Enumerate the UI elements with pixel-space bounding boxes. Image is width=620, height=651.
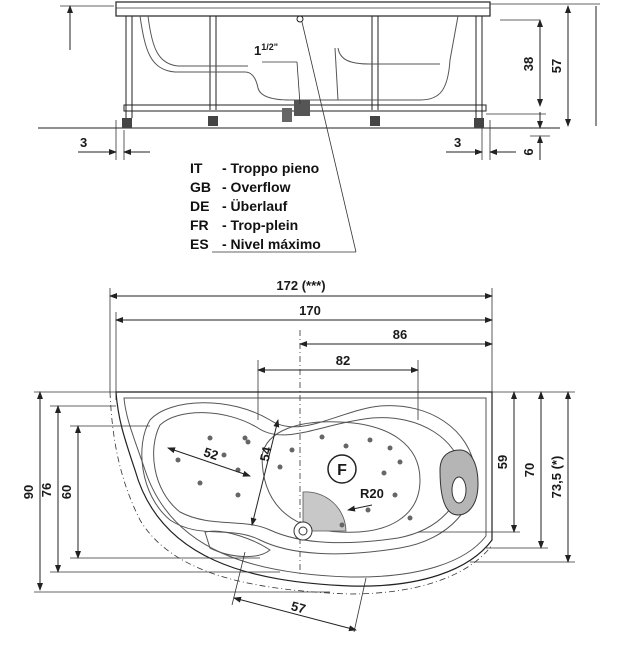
overflow-point	[296, 15, 304, 23]
dim-76: 76	[39, 483, 54, 497]
dim-90: 90	[21, 485, 36, 499]
dim-r20: R20	[360, 486, 384, 501]
dim-gap-right: 3	[454, 135, 461, 150]
dim-86: 86	[393, 327, 407, 342]
dim-57-bottom: 57	[289, 598, 307, 616]
drain-label-circle	[327, 454, 357, 484]
legend-text-gb: - Overflow	[222, 179, 291, 195]
side-view: 11/2" 38 57 3 3 6	[38, 1, 600, 160]
drain-sector	[302, 491, 347, 532]
legend-code-de: DE	[190, 198, 209, 214]
top-view: 172 (***) 170 86 82 F R20	[21, 278, 575, 633]
pipe-size-label: 11/2"	[254, 42, 278, 58]
dim-52: 52	[202, 444, 220, 463]
dim-54: 54	[257, 445, 275, 463]
dim-73-5: 73,5 (*)	[549, 456, 564, 499]
dim-172: 172 (***)	[276, 278, 325, 293]
dim-170: 170	[299, 303, 321, 318]
dim-gap-left: 3	[80, 135, 87, 150]
overflow-legend: IT - Troppo pieno GB - Overflow DE - Übe…	[190, 160, 321, 252]
dim-82: 82	[336, 353, 350, 368]
legend-text-fr: - Trop-plein	[222, 217, 298, 233]
dim-38: 38	[521, 57, 536, 71]
tub-body	[139, 15, 459, 101]
dim-6: 6	[521, 148, 536, 155]
dim-59: 59	[495, 455, 510, 469]
foot-right	[474, 118, 484, 128]
foot-left	[122, 118, 132, 128]
drain-pipe	[294, 100, 310, 116]
legend-code-fr: FR	[190, 217, 209, 233]
drain-label: F	[337, 462, 347, 479]
tub-outline	[115, 391, 493, 587]
dim-57: 57	[549, 59, 564, 73]
legend-text-de: - Überlauf	[222, 198, 288, 214]
legend-code-es: ES	[190, 236, 209, 252]
legend-code-it: IT	[190, 160, 203, 176]
dim-70: 70	[522, 463, 537, 477]
legend-text-es: - Nivel máximo	[222, 236, 321, 252]
dim-60: 60	[59, 485, 74, 499]
legend-text-it: - Troppo pieno	[222, 160, 319, 176]
tub-rim	[115, 1, 491, 17]
legend-code-gb: GB	[190, 179, 211, 195]
